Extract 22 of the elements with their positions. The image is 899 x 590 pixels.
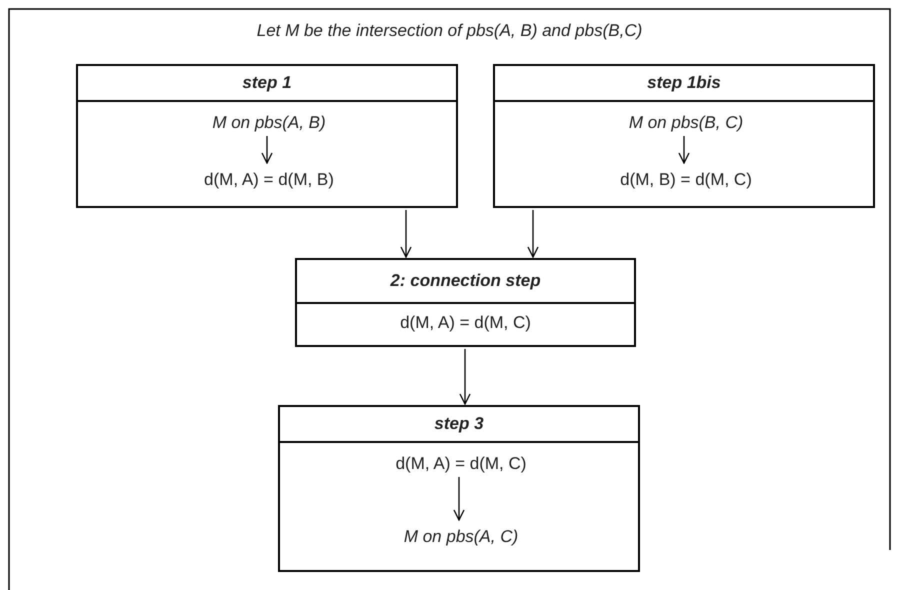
arrow (261, 136, 273, 164)
arrow (400, 210, 412, 258)
step-box (76, 64, 458, 208)
step-box (295, 258, 636, 347)
arrow (459, 349, 471, 405)
arrow (453, 477, 465, 521)
statement-text: M on pbs(A, C) (280, 523, 642, 551)
title: Let M be the intersection of pbs(A, B) and pbs(B,C) (256, 20, 644, 42)
equation-text: d(M, B) = d(M, C) (495, 166, 877, 194)
statement-text: M on pbs(A, B) (78, 110, 460, 136)
step-heading: 2: connection step (297, 260, 634, 304)
equation-text: d(M, A) = d(M, B) (78, 166, 460, 194)
step-heading: step 1 (78, 66, 456, 102)
statement-text: M on pbs(B, C) (495, 110, 877, 136)
arrow (527, 210, 539, 258)
step-heading: step 1bis (495, 66, 873, 102)
equation-text: d(M, A) = d(M, C) (399, 312, 532, 334)
equation-text: d(M, A) = d(M, C) (280, 451, 642, 477)
step-box (278, 405, 640, 572)
arrow (678, 136, 690, 164)
step-box (493, 64, 875, 208)
step-heading: step 3 (280, 407, 638, 443)
